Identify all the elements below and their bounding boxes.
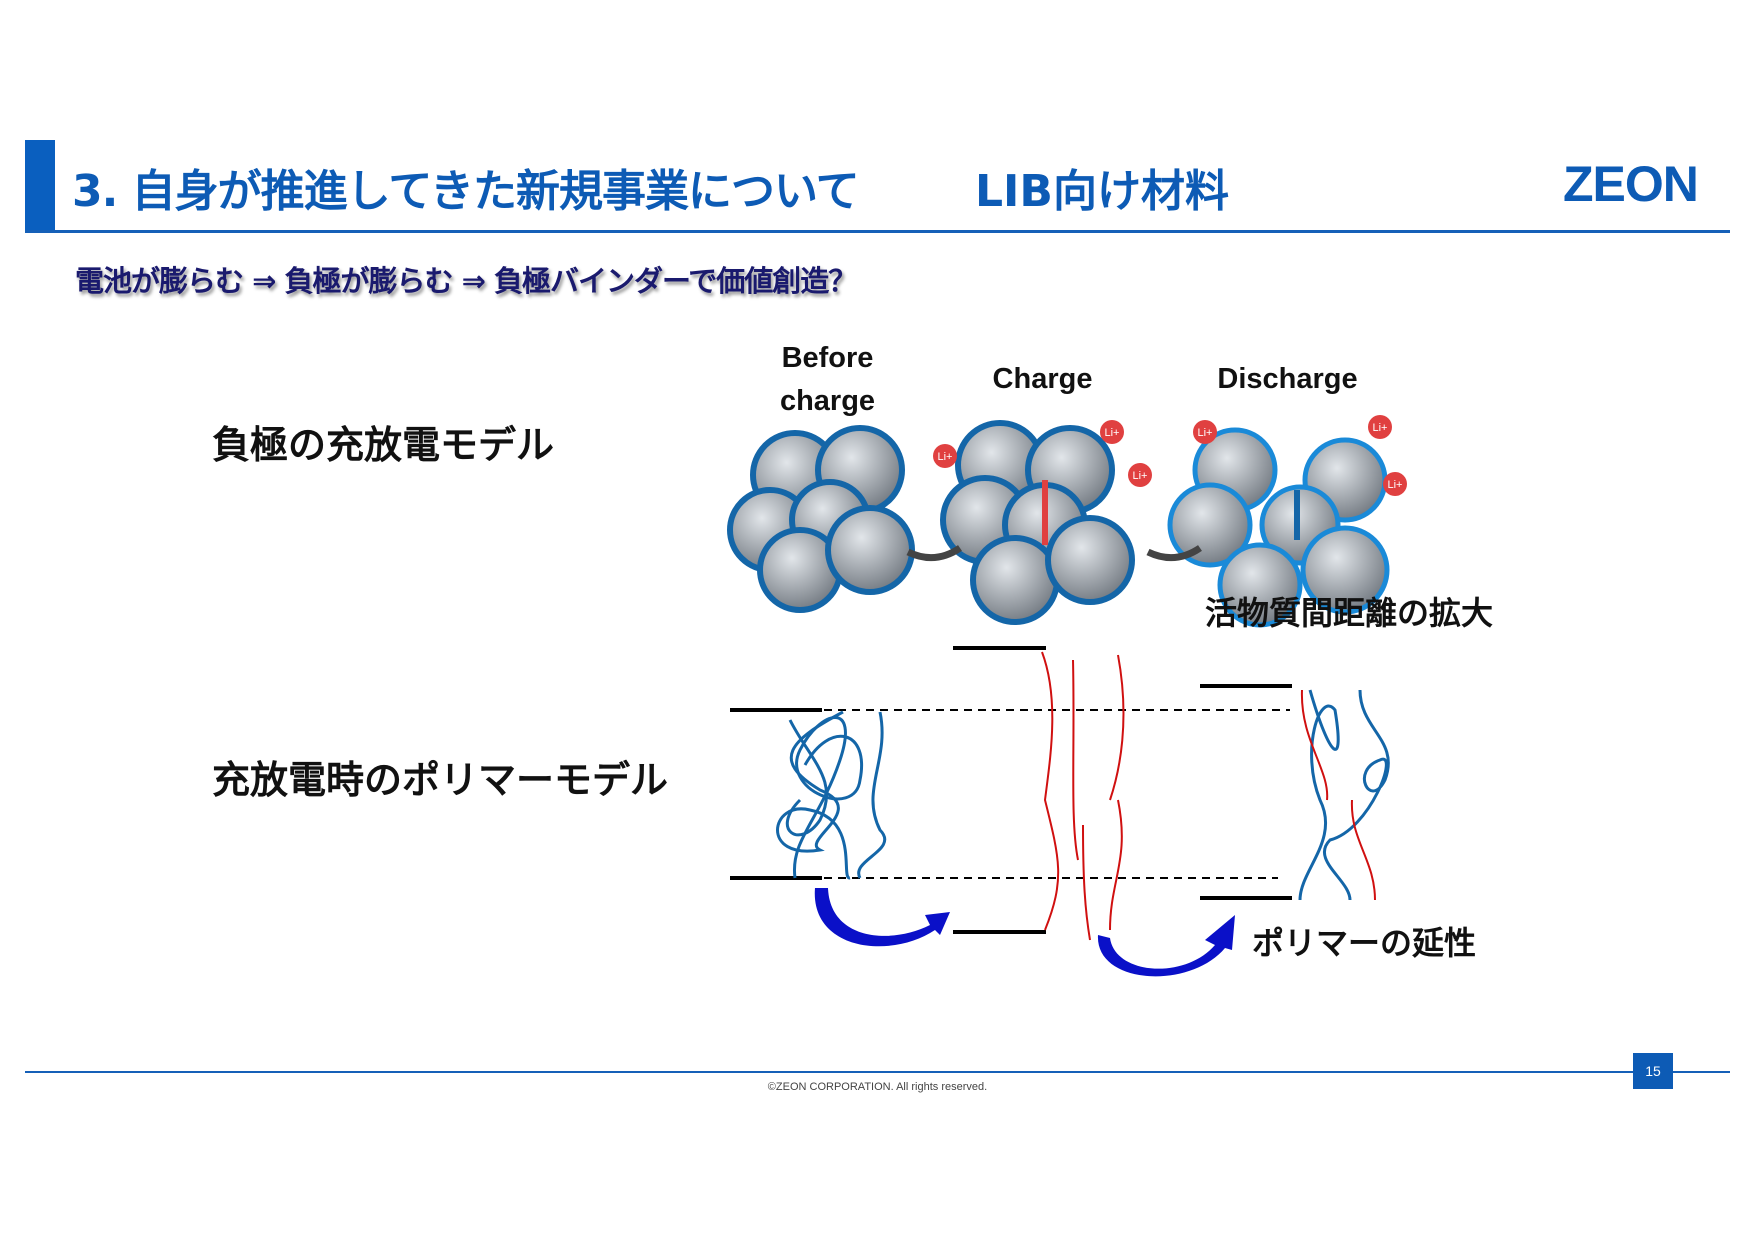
li-ion: Li+ — [1373, 422, 1388, 434]
recovered-polymer-red — [1300, 689, 1376, 901]
li-ion: Li+ — [1388, 479, 1403, 491]
electrode-plates — [730, 646, 1292, 934]
coiled-polymer — [776, 710, 887, 880]
zeon-logo: ZEON — [1563, 156, 1699, 212]
process-arrows — [906, 545, 1202, 562]
stage-label-before-charge: Before charge — [765, 337, 890, 423]
footer-divider — [25, 1071, 1730, 1073]
particle-cluster-discharge — [1167, 427, 1390, 628]
particle-cluster-charge — [940, 420, 1135, 625]
page-title: 3. 自身が推進してきた新規事業について — [72, 166, 860, 217]
li-ion: Li+ — [938, 451, 953, 463]
li-ion-markers — [933, 415, 1407, 496]
stage-label-charge: Charge — [992, 363, 1093, 395]
header-divider — [25, 230, 1730, 233]
li-ion: Li+ — [1105, 427, 1120, 439]
copyright: ©ZEON CORPORATION. All rights reserved. — [767, 1081, 988, 1093]
before-line1: Before — [781, 342, 874, 374]
reference-dashed-lines — [824, 709, 1290, 879]
li-ion: Li+ — [1198, 427, 1213, 439]
recovery-arrows — [814, 888, 1235, 977]
stretched-polymer — [1041, 651, 1125, 941]
recovered-polymer — [1298, 689, 1390, 901]
before-line2: charge — [779, 385, 876, 417]
note-particle-distance: 活物質間距離の拡大 — [1205, 594, 1494, 632]
particle-cluster-before — [727, 425, 915, 613]
section-label-anode-model: 負極の充放電モデル — [212, 423, 555, 467]
li-ion: Li+ — [1133, 470, 1148, 482]
page-number: 15 — [1633, 1053, 1673, 1089]
page-title-topic: LIB向け材料 — [975, 166, 1229, 217]
subtitle: 電池が膨らむ ⇒ 負極が膨らむ ⇒ 負極バインダーで価値創造？ — [75, 264, 857, 298]
section-label-polymer-model: 充放電時のポリマーモデル — [212, 758, 669, 802]
stage-label-discharge: Discharge — [1217, 363, 1358, 395]
note-polymer-ductility: ポリマーの延性 — [1252, 924, 1477, 962]
title-accent-bar — [25, 140, 55, 232]
